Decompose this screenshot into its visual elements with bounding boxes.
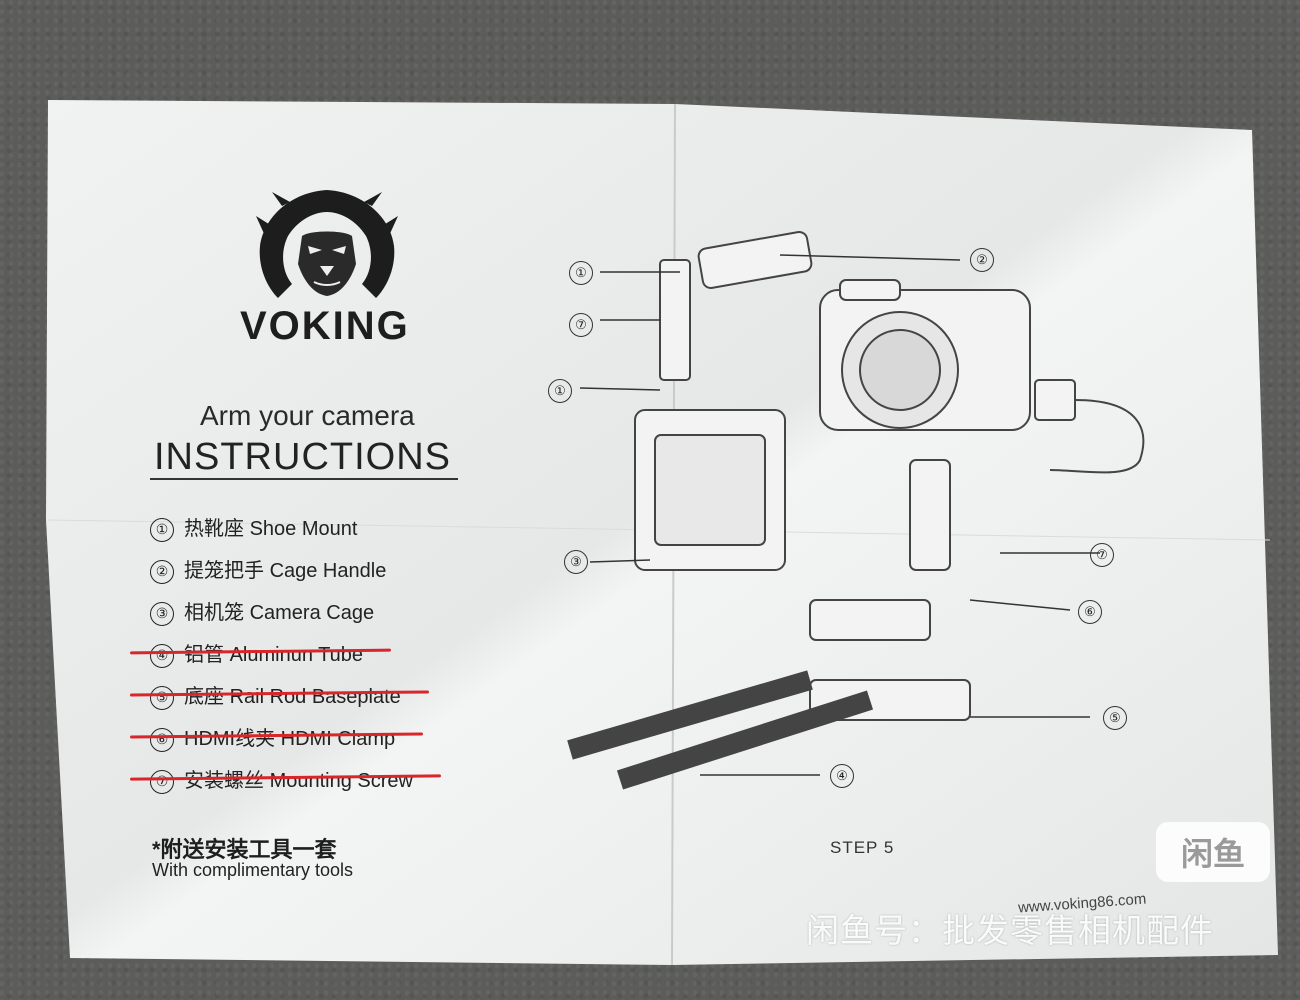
instructions-heading: INSTRUCTIONS xyxy=(154,436,451,478)
heading-underline xyxy=(150,478,458,480)
callout-5: ⑤ xyxy=(1103,706,1127,730)
callout-4: ④ xyxy=(830,764,854,788)
callout-7-right: ⑦ xyxy=(1090,543,1114,567)
part-item-hdmi-clamp: ⑥ HDMI线夹 HDMI Clamp xyxy=(129,722,424,752)
part-number: ⑥ xyxy=(150,727,174,752)
part-en-label: Shoe Mount xyxy=(249,518,358,540)
lion-logo-icon xyxy=(256,190,398,298)
part-number: ⑦ xyxy=(150,769,174,794)
part-en-label: Cage Handle xyxy=(269,560,387,582)
part-cn-label: 底座 xyxy=(184,686,224,708)
callout-1-mid: ① xyxy=(548,379,572,403)
assembly-diagram xyxy=(567,231,1145,790)
part-en-label: Mounting Screw xyxy=(269,770,413,792)
part-number: ⑤ xyxy=(150,685,174,710)
part-en-label: Camera Cage xyxy=(249,602,375,624)
tools-note-cn: *附送安装工具一套 xyxy=(152,837,337,862)
part-item-cage-handle: ② 提笼把手 Cage Handle xyxy=(150,554,386,584)
baseplate-shape xyxy=(809,599,931,641)
part-en-label: Aluminun Tube xyxy=(229,644,363,666)
hdmi-clamp-shape xyxy=(909,459,951,571)
part-cn-label: 安装螺丝 xyxy=(184,770,264,792)
part-item-camera-cage: ③ 相机笼 Camera Cage xyxy=(150,596,374,626)
part-item-mounting-screw: ⑦ 安装螺丝 Mounting Screw xyxy=(129,764,441,794)
part-cn-label: 热靴座 xyxy=(184,518,244,540)
tagline: Arm your camera xyxy=(200,400,415,431)
part-number: ④ xyxy=(150,643,174,668)
part-cn-label: 铝管 xyxy=(184,644,224,666)
cage-handle-shape xyxy=(697,231,813,289)
brand-name: VOKING xyxy=(240,304,410,348)
part-item-aluminum-tube: ④ 铝管 Aluminun Tube xyxy=(129,638,391,668)
part-number: ③ xyxy=(150,601,174,626)
callout-1-top: ① xyxy=(569,261,593,285)
tools-note-en: With complimentary tools xyxy=(152,860,354,880)
part-cn-label: HDMI线夹 xyxy=(184,728,276,750)
aluminum-tube-shape xyxy=(567,670,813,760)
watermark-text: 闲鱼号：批发零售相机配件 xyxy=(806,912,1214,949)
part-en-label: HDMI Clamp xyxy=(280,728,396,750)
callout-7-top: ⑦ xyxy=(569,313,593,337)
part-cn-label: 提笼把手 xyxy=(184,560,264,582)
part-item-baseplate: ⑤ 底座 Rail Rod Baseplate xyxy=(129,680,429,710)
step-label: STEP 5 xyxy=(830,838,895,857)
part-en-label: Rail Rod Baseplate xyxy=(229,686,401,708)
part-number: ② xyxy=(150,559,174,584)
callout-2: ② xyxy=(970,248,994,272)
watermark-logo: 闲鱼 xyxy=(1156,822,1270,882)
part-number: ① xyxy=(150,517,174,542)
callout-3: ③ xyxy=(564,550,588,574)
callout-6: ⑥ xyxy=(1078,600,1102,624)
part-item-shoe-mount: ① 热靴座 Shoe Mount xyxy=(150,512,357,542)
part-cn-label: 相机笼 xyxy=(184,602,244,624)
